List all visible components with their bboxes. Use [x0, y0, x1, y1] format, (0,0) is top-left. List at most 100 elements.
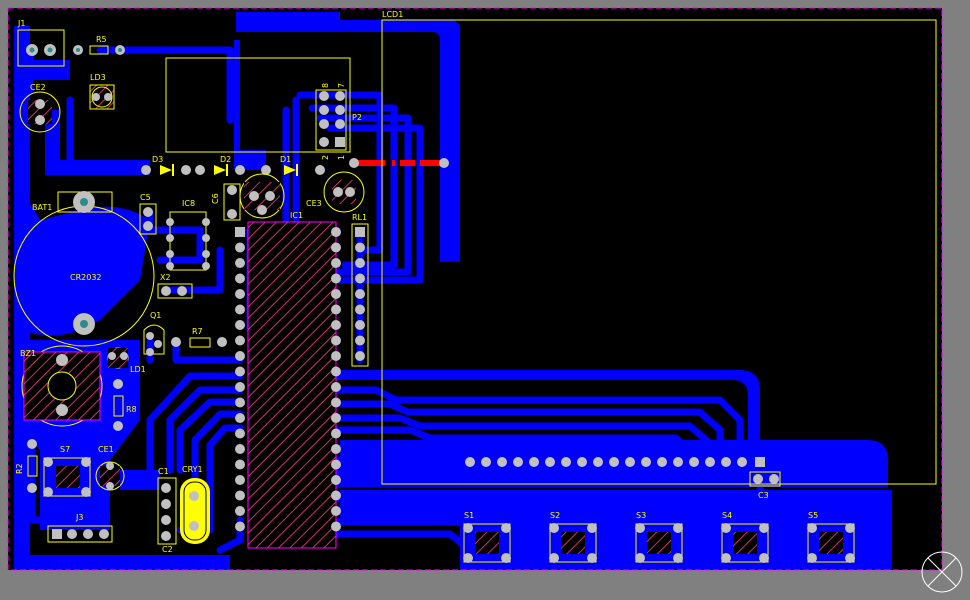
ic1-pin [235, 506, 245, 516]
s5-outline [807, 523, 855, 563]
lcd1-label: LCD1 [382, 10, 403, 19]
bat1-label: BAT1 [32, 203, 52, 212]
bz1-buzzer[interactable]: BZ1 [20, 345, 103, 427]
s2-body [561, 532, 585, 554]
regulator[interactable] [239, 173, 285, 219]
ic1-pin [235, 351, 245, 361]
s4-pin [721, 523, 731, 533]
s5-switch[interactable]: S5 [807, 511, 855, 563]
ic1-pin [331, 413, 341, 423]
r7-resistor[interactable]: R7 [171, 327, 227, 348]
lcd-pin [625, 457, 635, 467]
ic1-pin [331, 366, 341, 377]
rl1-pin [355, 258, 365, 268]
r8-resistor[interactable]: R8 [113, 379, 137, 431]
lcd-pin [657, 457, 667, 467]
c3-capacitor[interactable]: C3 [749, 471, 781, 500]
s3-body [647, 532, 671, 554]
s2-outline [549, 523, 597, 563]
ic1-pin [331, 227, 341, 237]
q1-label: Q1 [150, 311, 161, 320]
c5-capacitor[interactable]: C5 [139, 193, 157, 235]
s4-pin [759, 553, 769, 563]
ce2-label: CE2 [30, 83, 46, 92]
p2-header[interactable]: P2 8 7 2 1 [315, 83, 362, 160]
d2-label: D2 [220, 155, 231, 164]
s2-label: S2 [550, 511, 560, 520]
p2-pin7: 7 [337, 83, 346, 88]
ic1-pin [235, 397, 245, 408]
d3-diode[interactable]: D3 [141, 155, 191, 176]
s2-pin [549, 553, 559, 563]
j1-connector[interactable]: J1 [17, 19, 65, 67]
ic1-pin [331, 335, 341, 346]
ic1-pins [235, 227, 341, 532]
cry1-label: CRY1 [182, 465, 203, 474]
s4-body [733, 532, 757, 554]
ic1-pin [331, 351, 341, 361]
rl1-pin [355, 242, 365, 253]
ce1-label: CE1 [98, 445, 114, 454]
ic1-microcontroller[interactable]: IC1 [235, 211, 341, 549]
r2-label: R2 [15, 463, 24, 474]
lcd1-outline [381, 19, 937, 485]
s2-pin [587, 553, 597, 563]
p2-pin8: 8 [321, 83, 330, 88]
lcd-header-pins[interactable] [465, 457, 765, 467]
c3-label: C3 [758, 491, 769, 500]
j3-header[interactable]: J3 [47, 513, 113, 543]
ic1-pin [331, 320, 341, 330]
s7-switch[interactable]: S7 [43, 445, 91, 497]
ic1-pin [235, 521, 245, 532]
lcd-pin [609, 457, 619, 467]
s1-switch[interactable]: S1 [463, 511, 511, 563]
s1-body [475, 532, 499, 554]
ic1-pin [235, 242, 245, 253]
ic1-pin [331, 506, 341, 516]
ic1-pin [235, 444, 245, 454]
c1-c2-capacitors[interactable]: C1 C2 [157, 467, 177, 554]
lcd-pin [721, 457, 731, 467]
lcd-pin [593, 457, 603, 467]
s5-pin [807, 553, 817, 563]
ce3-label: CE3 [306, 199, 322, 208]
ic1-pin [331, 258, 341, 268]
s1-pin [463, 553, 473, 563]
q1-transistor[interactable]: Q1 [143, 311, 165, 356]
ce1-capacitor[interactable]: CE1 [95, 445, 125, 491]
s2-switch[interactable]: S2 [549, 511, 597, 563]
s4-outline [721, 523, 769, 563]
s3-switch[interactable]: S3 [635, 511, 683, 563]
c2-label: C2 [162, 545, 173, 554]
s3-pin [673, 553, 683, 563]
ce3-capacitor[interactable]: CE3 [306, 171, 365, 213]
ic1-pin [235, 289, 245, 299]
ic1-pin [235, 366, 245, 377]
r5-resistor[interactable]: R5 [73, 35, 125, 55]
ic1-pin [331, 273, 341, 284]
lcd-pad [349, 158, 359, 168]
r2-resistor[interactable]: R2 [15, 439, 38, 493]
x2-crystal[interactable]: X2 [157, 273, 193, 299]
ic1-pin [235, 459, 245, 470]
ic1-pin [235, 413, 245, 423]
s1-pin [501, 523, 511, 533]
cry1-crystal[interactable]: CRY1 [180, 465, 210, 544]
ld1-led[interactable]: LD1 [107, 347, 146, 374]
s5-pin [845, 523, 855, 533]
ic1-pin [235, 258, 245, 268]
ce2-capacitor[interactable]: CE2 [19, 83, 61, 133]
rl1-pins [355, 227, 365, 361]
rl1-header[interactable]: RL1 [351, 213, 369, 367]
ld3-led[interactable]: LD3 [89, 73, 115, 110]
ic1-pin [331, 304, 341, 315]
d2-diode[interactable]: D2 [195, 155, 245, 176]
d1-diode[interactable]: D1 [261, 155, 325, 176]
c6-capacitor[interactable]: C6 [211, 183, 241, 221]
s4-switch[interactable]: S4 [721, 511, 769, 563]
ic8-chip[interactable]: IC8 [166, 199, 210, 271]
s4-pin [721, 553, 731, 563]
bat1-battery[interactable]: BAT1 CR2032 [13, 191, 155, 347]
ic1-pin [331, 490, 341, 501]
ic1-pin [331, 397, 341, 408]
